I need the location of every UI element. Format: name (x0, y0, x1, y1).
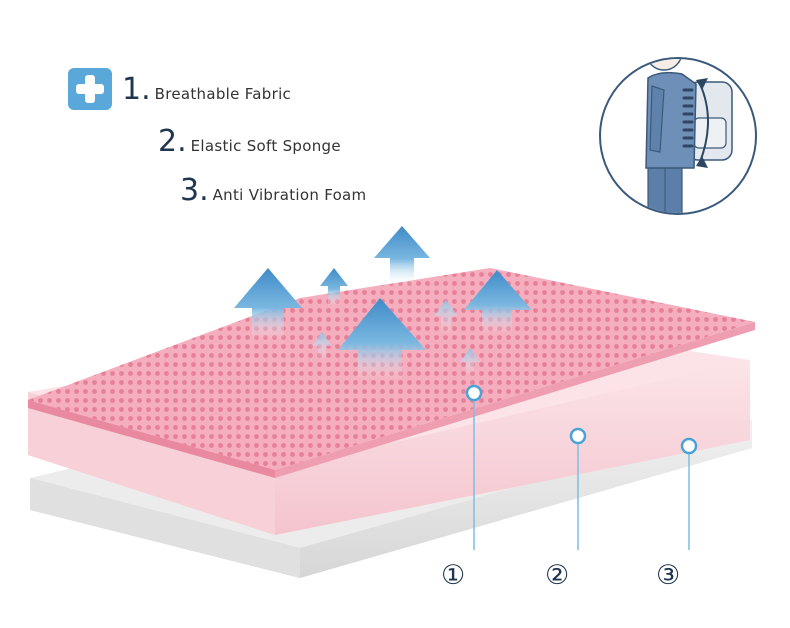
legend-label: Elastic Soft Sponge (190, 137, 341, 155)
upward-air-arrow-icon (312, 332, 332, 360)
legend-item-1: 1. Breathable Fabric (122, 72, 291, 107)
marker-fabric (465, 384, 483, 402)
callout-markers (465, 384, 698, 550)
upward-air-arrow-icon (338, 298, 426, 380)
legend-label: Breathable Fabric (154, 85, 292, 103)
marker-foam (680, 437, 698, 455)
upward-air-arrow-icon (320, 268, 348, 306)
callout-number-1: ① (441, 560, 466, 591)
upward-air-arrow-icon (374, 226, 430, 286)
legend-label: Anti Vibration Foam (212, 186, 367, 204)
legend-number: 1. (122, 72, 151, 107)
air-arrows (234, 226, 532, 380)
upward-air-arrow-icon (460, 348, 480, 376)
upward-air-arrow-icon (464, 270, 532, 334)
legend-item-2: 2. Elastic Soft Sponge (158, 124, 341, 159)
plus-icon (68, 68, 112, 110)
upward-air-arrow-icon (234, 268, 302, 340)
callout-number-3: ③ (656, 560, 681, 591)
marker-sponge (569, 427, 587, 445)
legend-number: 2. (158, 124, 187, 159)
upward-air-arrow-icon (434, 300, 458, 334)
legend-number: 3. (180, 173, 209, 208)
boy-with-backpack-illustration (599, 57, 757, 215)
callout-number-2: ② (545, 560, 570, 591)
legend-item-3: 3. Anti Vibration Foam (180, 173, 366, 208)
